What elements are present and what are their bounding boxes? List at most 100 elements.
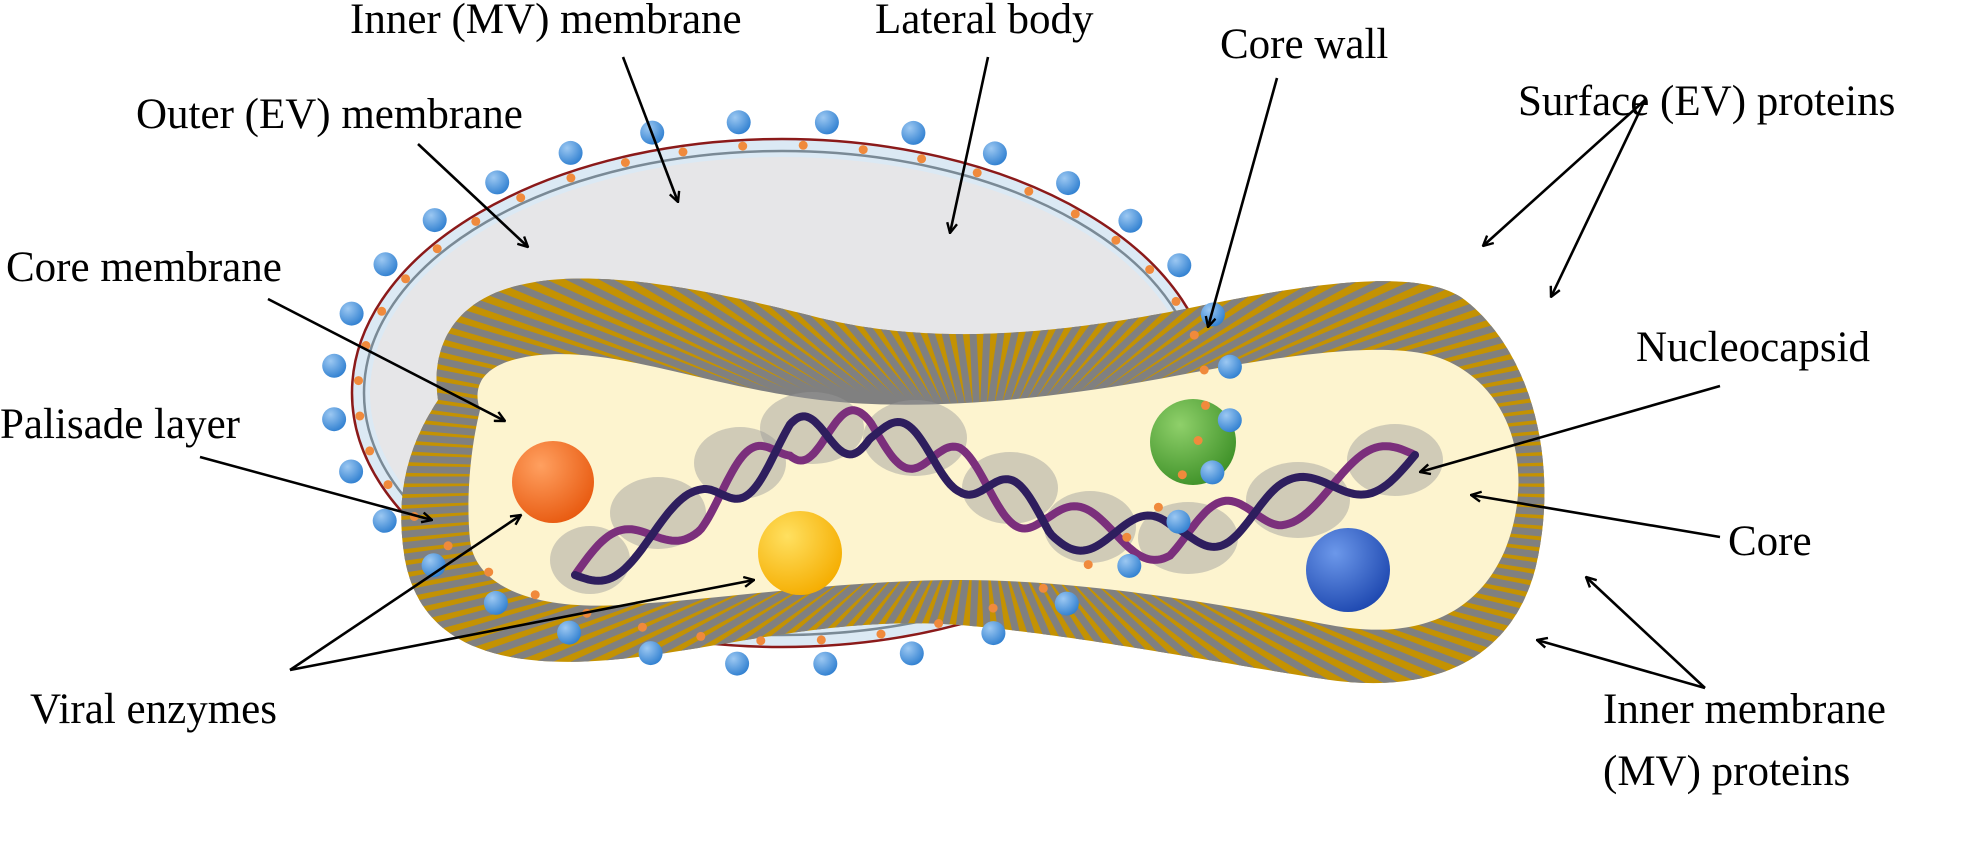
label-core-wall: Core wall <box>1220 21 1388 68</box>
mv-protein <box>988 603 998 613</box>
mv-protein <box>876 629 886 639</box>
dna-strand-dark <box>571 412 1419 585</box>
mv-protein <box>383 480 393 490</box>
palisade-bar <box>496 278 875 432</box>
surface-ev-protein <box>638 641 663 666</box>
surface-ev-protein <box>726 110 751 135</box>
surface-ev-protein <box>485 170 510 195</box>
surface-ev-protein <box>372 508 397 533</box>
mv-protein <box>566 173 576 183</box>
mv-protein <box>858 145 868 155</box>
surface-ev-protein <box>339 301 364 326</box>
dna-strand-light <box>571 406 1419 579</box>
mv-protein <box>1153 502 1163 512</box>
surface-ev-protein <box>1167 253 1192 278</box>
label-core: Core <box>1728 518 1812 565</box>
viral-enzymes-group <box>512 399 1390 612</box>
leader-surface-ev-proteins-b <box>1551 99 1647 297</box>
label-nucleocapsid: Nucleocapsid <box>1636 324 1870 371</box>
leader-lateral-body <box>950 56 990 233</box>
mv-protein <box>756 636 766 646</box>
surface-ev-protein <box>814 110 839 135</box>
surface-ev-protein <box>322 353 347 378</box>
palisade-bar <box>1057 278 1343 423</box>
labels: Inner (MV) membrane Lateral body Core wa… <box>0 0 1895 795</box>
surface-ev-protein <box>1217 408 1242 433</box>
surface-ev-protein <box>813 651 838 676</box>
mv-protein <box>917 154 927 164</box>
mv-protein <box>1145 265 1155 274</box>
mv-protein <box>1199 365 1209 375</box>
surface-ev-protein <box>339 459 364 484</box>
mv-protein <box>798 140 808 150</box>
viral-enzyme-blue <box>1306 528 1390 612</box>
leader-core <box>1471 495 1721 539</box>
mv-protein <box>1111 235 1121 245</box>
label-surface-ev-proteins: Surface (EV) proteins <box>1518 78 1895 125</box>
leader-viral-enzymes-a <box>289 515 521 672</box>
mv-protein <box>365 446 375 456</box>
leader-inner-membrane-mv-proteins-a <box>1586 577 1706 689</box>
mv-protein <box>738 141 748 151</box>
palisade-bar <box>617 278 903 423</box>
label-viral-enzymes: Viral enzymes <box>30 686 277 733</box>
mv-protein <box>934 619 944 628</box>
surface-ev-protein <box>725 651 750 676</box>
mv-protein <box>401 274 411 284</box>
surface-ev-protein <box>422 208 447 233</box>
nucleocapsid-protein-blob <box>1347 424 1443 496</box>
mv-protein <box>637 622 647 632</box>
label-palisade-layer: Palisade layer <box>0 401 240 448</box>
mv-protein <box>1193 436 1203 445</box>
nucleocapsid <box>550 392 1443 594</box>
surface-ev-protein <box>1056 171 1081 196</box>
surface-ev-protein <box>981 621 1006 646</box>
mv-protein <box>443 541 453 551</box>
palisade-bar <box>567 278 891 426</box>
palisade-bar <box>644 278 909 421</box>
mv-protein <box>355 411 365 421</box>
mv-protein <box>1171 296 1181 306</box>
mv-protein <box>1122 532 1132 542</box>
surface-ev-protein <box>899 641 924 666</box>
mv-protein <box>484 567 494 577</box>
mv-protein <box>377 306 387 316</box>
mv-protein <box>1177 470 1187 480</box>
surface-ev-protein <box>373 252 398 277</box>
surface-ev-protein <box>557 620 582 645</box>
surface-ev-protein <box>1054 591 1079 616</box>
mv-protein <box>471 216 481 226</box>
label-outer-ev-membrane: Outer (EV) membrane <box>136 91 523 138</box>
surface-ev-protein <box>483 590 508 615</box>
leader-outer-ev-membrane <box>417 143 528 247</box>
surface-ev-protein <box>1200 460 1225 485</box>
surface-ev-protein <box>1117 553 1142 578</box>
surface-ev-protein <box>421 553 446 578</box>
surface-ev-protein <box>322 407 347 432</box>
leader-core-wall <box>1208 77 1279 327</box>
label-inner-mv-membrane: Inner (MV) membrane <box>350 0 742 43</box>
palisade-bar <box>542 278 886 428</box>
surface-ev-protein <box>558 140 583 165</box>
label-core-membrane: Core membrane <box>6 244 282 291</box>
mv-protein <box>1201 400 1210 410</box>
label-inner-membrane-mv-proteins-line1: Inner membrane <box>1603 686 1886 733</box>
surface-ev-protein <box>1118 208 1143 233</box>
palisade-bar <box>592 278 897 424</box>
mv-protein <box>1083 560 1093 570</box>
mv-protein <box>1024 186 1034 196</box>
leader-lines <box>199 56 1721 690</box>
viral-enzyme-orange <box>512 441 594 523</box>
leader-nucleocapsid <box>1420 384 1721 472</box>
mv-protein <box>620 158 630 167</box>
viral-enzyme-yellow <box>758 511 842 595</box>
surface-ev-protein <box>1166 509 1191 534</box>
surface-ev-protein <box>901 120 926 145</box>
mv-protein <box>816 635 826 645</box>
leader-palisade-layer <box>199 455 432 520</box>
mv-protein <box>354 376 363 386</box>
mv-protein <box>516 193 526 203</box>
label-inner-membrane-mv-proteins-line2: (MV) proteins <box>1603 748 1850 795</box>
mv-protein <box>696 631 706 641</box>
